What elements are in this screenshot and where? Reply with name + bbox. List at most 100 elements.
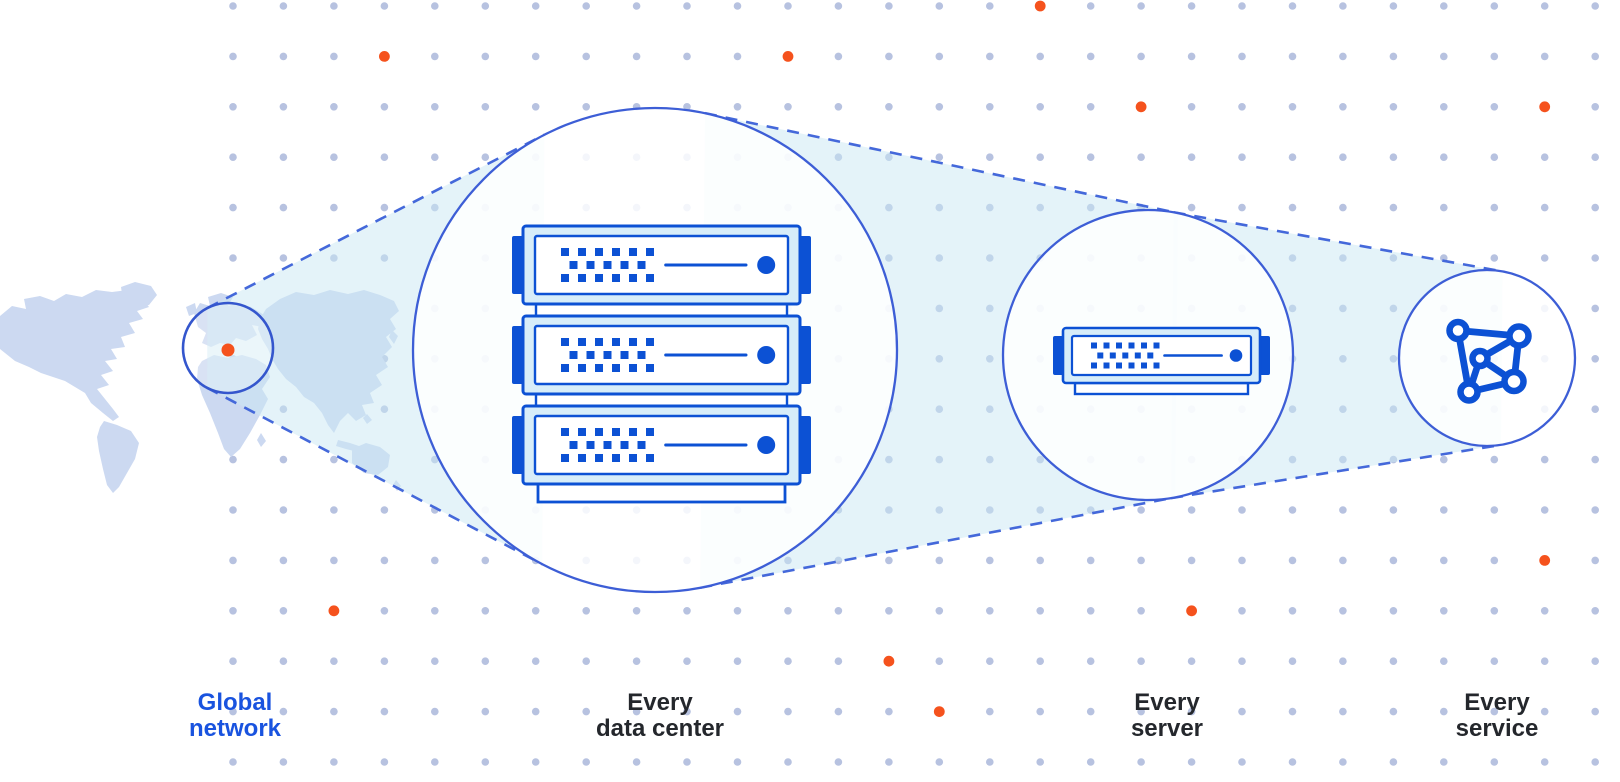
grid-dot bbox=[431, 758, 439, 766]
grid-dot bbox=[481, 153, 490, 161]
grid-dot bbox=[1288, 153, 1297, 161]
orange-dot bbox=[933, 706, 945, 717]
grid-dot bbox=[986, 103, 994, 111]
grid-dot bbox=[1238, 758, 1246, 766]
server-led-square bbox=[629, 248, 637, 256]
grid-dot bbox=[1591, 103, 1599, 111]
grid-dot bbox=[531, 758, 540, 766]
grid-dot bbox=[279, 103, 288, 111]
grid-dot bbox=[1086, 103, 1095, 111]
grid-dot bbox=[431, 657, 439, 665]
grid-dot bbox=[1187, 707, 1196, 716]
grid-dot bbox=[986, 758, 994, 766]
server-led-square bbox=[620, 441, 629, 449]
grid-dot bbox=[1187, 52, 1196, 61]
server-led-square bbox=[586, 351, 595, 359]
grid-dot bbox=[885, 52, 893, 61]
grid-dot bbox=[531, 2, 540, 10]
grid-dot bbox=[330, 153, 338, 161]
grid-dot bbox=[683, 707, 691, 716]
grid-dot bbox=[531, 657, 540, 665]
grid-dot bbox=[1086, 556, 1095, 565]
server-led-square bbox=[578, 428, 586, 436]
rack-base bbox=[536, 482, 787, 504]
grid-dot bbox=[380, 506, 389, 514]
grid-dot bbox=[1389, 707, 1398, 716]
grid-dot bbox=[1389, 203, 1398, 212]
stage-icons bbox=[221, 224, 1532, 504]
grid-dot bbox=[1339, 556, 1347, 565]
grid-dot bbox=[330, 103, 338, 111]
grid-dot bbox=[1591, 52, 1599, 61]
grid-dot bbox=[1591, 304, 1599, 313]
grid-dot bbox=[1238, 506, 1246, 514]
server-icon bbox=[1053, 326, 1270, 396]
grid-dot bbox=[683, 52, 691, 61]
grid-dot bbox=[1238, 2, 1246, 10]
server-led-square bbox=[1141, 362, 1147, 369]
grid-dot bbox=[1389, 153, 1398, 161]
grid-dot bbox=[1440, 455, 1448, 464]
grid-dot bbox=[935, 103, 944, 111]
grid-dot bbox=[330, 707, 338, 716]
grid-dot bbox=[279, 506, 288, 514]
grid-dot bbox=[683, 657, 691, 665]
server-led-square bbox=[612, 274, 620, 282]
grid-dot bbox=[1389, 607, 1398, 615]
server-led-square bbox=[569, 351, 578, 359]
grid-dot bbox=[1540, 203, 1549, 212]
grid-dot bbox=[1490, 707, 1499, 716]
grid-dot bbox=[1591, 405, 1599, 414]
grid-dot bbox=[1288, 758, 1297, 766]
grid-dot bbox=[1540, 707, 1549, 716]
server-power-dot bbox=[1229, 349, 1243, 362]
grid-dot bbox=[229, 758, 237, 766]
grid-dot bbox=[1540, 455, 1549, 464]
grid-dot bbox=[1137, 707, 1145, 716]
grid-dot bbox=[380, 153, 389, 161]
grid-dot bbox=[1137, 506, 1145, 514]
server-led-square bbox=[629, 454, 637, 462]
stage-label-line1: Every bbox=[627, 689, 693, 716]
mesh-node bbox=[1506, 323, 1532, 349]
grid-dot bbox=[986, 657, 994, 665]
orange-dot bbox=[1034, 0, 1046, 12]
server-led-square bbox=[561, 274, 569, 282]
grid-dot bbox=[1440, 707, 1448, 716]
grid-dot bbox=[834, 607, 843, 615]
grid-dot bbox=[1036, 556, 1044, 565]
server-led-square bbox=[637, 441, 646, 449]
grid-dot bbox=[1137, 153, 1145, 161]
grid-dot bbox=[229, 153, 237, 161]
grid-dot bbox=[1490, 254, 1499, 262]
orange-dot bbox=[1539, 101, 1551, 113]
grid-dot bbox=[935, 758, 944, 766]
grid-dot bbox=[1540, 52, 1549, 61]
grid-dot bbox=[431, 607, 439, 615]
grid-dot bbox=[1490, 153, 1499, 161]
grid-dot bbox=[481, 607, 490, 615]
grid-dot bbox=[279, 203, 288, 212]
server-led-square bbox=[1116, 342, 1122, 349]
server-led-square bbox=[578, 338, 586, 346]
grid-dot bbox=[885, 707, 893, 716]
grid-dot bbox=[1490, 2, 1499, 10]
server-led-square bbox=[595, 274, 603, 282]
dashed-tangent-line bbox=[206, 133, 545, 310]
grid-dot bbox=[582, 758, 590, 766]
grid-dot bbox=[1440, 556, 1448, 565]
server-led-square bbox=[578, 364, 586, 372]
server-led-square bbox=[578, 454, 586, 462]
grid-dot bbox=[229, 607, 237, 615]
server-led-square bbox=[1128, 342, 1135, 349]
grid-dot bbox=[1238, 52, 1246, 61]
orange-dot bbox=[1135, 101, 1147, 113]
grid-dot bbox=[330, 657, 338, 665]
server-led-square bbox=[1122, 352, 1129, 359]
grid-dot bbox=[1238, 607, 1246, 615]
grid-dot bbox=[1389, 556, 1398, 565]
grid-dot bbox=[1339, 657, 1347, 665]
grid-dot bbox=[1389, 52, 1398, 61]
grid-dot bbox=[582, 607, 590, 615]
